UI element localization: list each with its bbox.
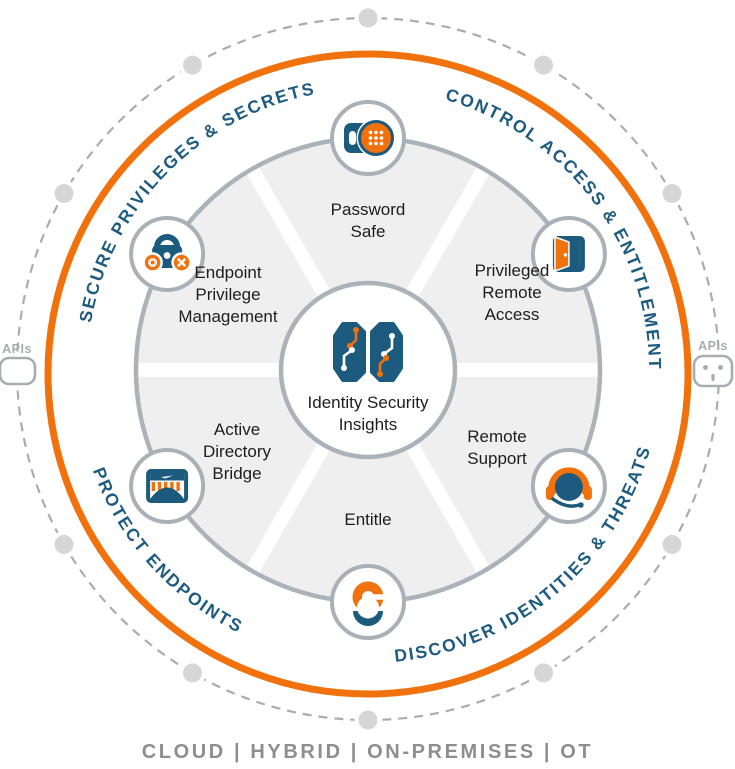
connector-node (658, 531, 686, 558)
active-directory-bridge-label[interactable]: Active Directory Bridge (202, 420, 272, 483)
connector-node (658, 180, 686, 207)
center-hub-label: Identity Security Insights (307, 393, 429, 434)
deployment-caption: CLOUD | HYBRID | ON-PREMISES | OT (141, 741, 594, 763)
entitle-label[interactable]: Entitle (344, 510, 392, 529)
connector-node (354, 706, 382, 734)
api-plug-icon: APIs (0, 342, 37, 386)
active-directory-bridge-icon[interactable] (129, 448, 206, 524)
entitle-icon[interactable] (330, 564, 406, 640)
brain-circuit-icon (333, 322, 403, 382)
password-safe-label[interactable]: Password Safe (330, 200, 406, 241)
api-label-right: APIs (698, 339, 728, 353)
connector-node (179, 659, 206, 687)
remote-support-label[interactable]: Remote Support (467, 427, 527, 468)
endpoint-privilege-management-icon[interactable] (129, 216, 206, 292)
connector-node (50, 531, 78, 558)
privileged-remote-access-icon[interactable] (530, 216, 607, 292)
center-hub (278, 280, 458, 460)
connector-node (530, 51, 557, 79)
password-safe-icon[interactable] (330, 100, 406, 176)
connector-nodes (50, 4, 686, 734)
api-label-left: APIs (2, 342, 32, 356)
connector-node (354, 4, 382, 32)
remote-support-icon[interactable] (530, 448, 607, 524)
endpoint-privilege-management-label[interactable]: Endpoint Privilege Management (178, 263, 278, 326)
privileged-remote-access-label[interactable]: Privileged Remote Access (474, 261, 550, 324)
api-socket-icon: APIs (692, 339, 734, 388)
connector-node (50, 180, 78, 207)
connector-node (179, 51, 206, 79)
connector-node (530, 659, 557, 687)
